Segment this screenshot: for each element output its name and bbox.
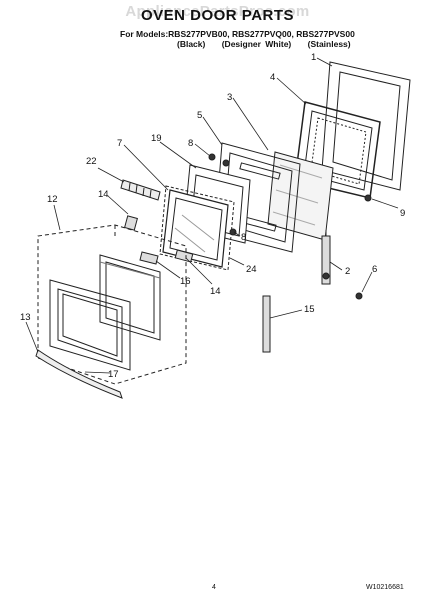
part-glass-pack	[159, 185, 235, 271]
callout-7: 7	[117, 138, 122, 149]
part-outer-door-panel	[37, 224, 187, 385]
part-door-window	[49, 279, 131, 371]
callout-8-lower: 8	[241, 232, 246, 243]
part-hinge-receiver-lower	[174, 249, 194, 263]
page-number: 4	[212, 584, 216, 591]
callout-24: 24	[246, 264, 257, 275]
variant-designer-white: (Designer White)	[221, 39, 292, 49]
callout-6: 6	[372, 264, 377, 275]
callout-19: 19	[151, 133, 162, 144]
part-bracket	[139, 251, 159, 265]
callout-15: 15	[304, 304, 315, 315]
callout-5: 5	[197, 110, 202, 121]
callout-14-upper: 14	[98, 189, 109, 200]
callout-9: 9	[400, 208, 405, 219]
model-list: For Models:RBS277PVB00, RBS277PVQ00, RBS…	[120, 29, 355, 39]
callout-1: 1	[311, 52, 316, 63]
callout-13: 13	[20, 312, 31, 323]
callout-16: 16	[180, 276, 191, 287]
part-hinge-receiver-upper	[124, 215, 138, 231]
callout-4: 4	[270, 72, 275, 83]
callout-8-upper: 8	[188, 138, 193, 149]
part-vent-strip	[120, 179, 161, 201]
watermark: AppliancePartsPros.com	[125, 3, 310, 20]
part-front-glass	[162, 189, 229, 268]
screw-icon	[208, 153, 372, 300]
part-glass-panel	[267, 151, 334, 241]
document-id: W10216681	[366, 584, 404, 591]
part-hinge	[321, 230, 331, 285]
callout-14-lower: 14	[210, 286, 221, 297]
part-hinge-bar	[262, 295, 271, 353]
part-door-frame-insert	[99, 254, 161, 341]
page-title: OVEN DOOR PARTS	[140, 7, 295, 24]
callout-17: 17	[108, 369, 119, 380]
part-door-outer-frame	[321, 61, 411, 191]
variant-black: (Black)	[177, 39, 206, 49]
callout-22: 22	[86, 156, 97, 167]
variant-stainless: (Stainless)	[307, 39, 351, 49]
callout-12: 12	[47, 194, 58, 205]
model-variants: (Black) (Designer White) (Stainless)	[177, 39, 363, 49]
callout-leaders	[25, 57, 399, 374]
callout-2: 2	[345, 266, 350, 277]
part-door-handle	[35, 349, 123, 399]
callout-3: 3	[227, 92, 232, 103]
